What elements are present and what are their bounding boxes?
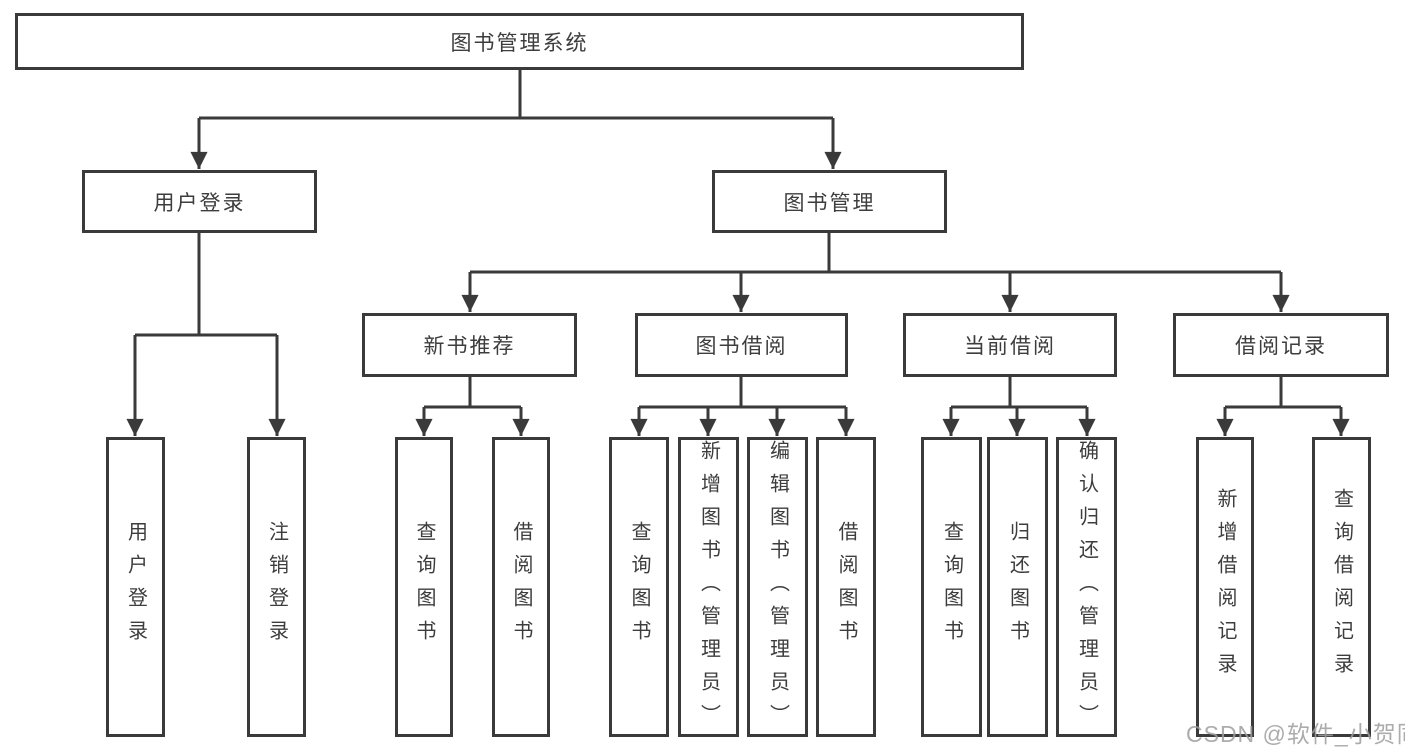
leaf-edit-book-admin-label: 编辑图书（管理员） (766, 440, 789, 737)
node-book-management: 图书管理 (712, 170, 947, 233)
leaf-return-book: 归还图书 (987, 437, 1048, 737)
leaf-user-login: 用户登录 (106, 437, 165, 737)
csdn-watermark: CSDN @软件_小贺同学 (1186, 721, 1405, 747)
leaf-add-borrow-record: 新增借阅记录 (1196, 437, 1254, 737)
node-borrowing-records: 借阅记录 (1173, 313, 1389, 377)
leaf-add-borrow-record-label: 新增借阅记录 (1214, 488, 1236, 686)
leaf-borrow-book-1: 借阅图书 (492, 437, 550, 737)
leaf-add-book-admin-label: 新增图书（管理员） (697, 440, 720, 737)
leaf-edit-book-admin: 编辑图书（管理员） (747, 437, 808, 737)
leaf-borrow-book-2: 借阅图书 (816, 437, 876, 737)
leaf-return-book-label: 归还图书 (1006, 521, 1029, 653)
node-new-book-recommendation: 新书推荐 (362, 313, 577, 377)
node-root: 图书管理系统 (15, 13, 1024, 70)
leaf-query-book-3-label: 查询图书 (940, 521, 963, 653)
leaf-query-book-3: 查询图书 (921, 437, 982, 737)
node-borrowing-records-label: 借阅记录 (1235, 335, 1327, 358)
leaf-query-book-2: 查询图书 (609, 437, 669, 737)
leaf-query-borrow-record-label: 查询借阅记录 (1330, 488, 1353, 686)
node-new-book-recommendation-label: 新书推荐 (423, 335, 516, 358)
node-root-label: 图书管理系统 (450, 31, 589, 55)
leaf-query-book-1-label: 查询图书 (413, 521, 435, 653)
node-user-login: 用户登录 (82, 170, 317, 233)
leaf-borrow-book-2-label: 借阅图书 (835, 521, 857, 653)
leaf-borrow-book-1-label: 借阅图书 (510, 521, 532, 653)
node-current-borrowing-label: 当前借阅 (964, 335, 1056, 358)
node-book-borrowing: 图书借阅 (635, 313, 848, 377)
leaf-add-book-admin: 新增图书（管理员） (678, 437, 739, 737)
leaf-confirm-return-admin: 确认归还（管理员） (1056, 437, 1117, 737)
leaf-user-login-label: 用户登录 (124, 521, 147, 653)
leaf-logout: 注销登录 (247, 437, 306, 737)
leaf-query-book-2-label: 查询图书 (628, 521, 650, 653)
leaf-query-borrow-record: 查询借阅记录 (1312, 437, 1371, 737)
node-book-borrowing-label: 图书借阅 (695, 335, 788, 358)
node-user-login-label: 用户登录 (153, 191, 246, 215)
leaf-confirm-return-admin-label: 确认归还（管理员） (1075, 440, 1098, 737)
node-current-borrowing: 当前借阅 (903, 313, 1117, 377)
leaf-logout-label: 注销登录 (265, 521, 288, 653)
leaf-query-book-1: 查询图书 (395, 437, 453, 737)
node-book-management-label: 图书管理 (783, 191, 876, 215)
